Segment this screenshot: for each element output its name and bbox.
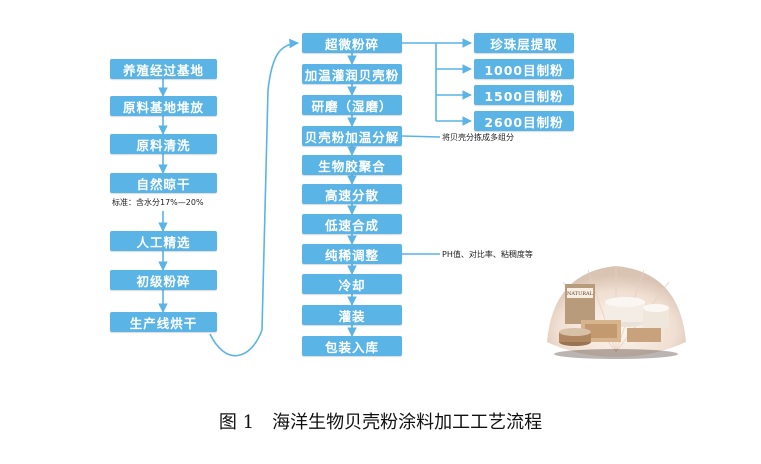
step-low-speed-synthesis: 低速合成	[302, 214, 402, 234]
step-dilution-adjustment: 纯稀调整	[302, 244, 402, 264]
step-ultrafine-crushing: 超微粉碎	[302, 33, 402, 53]
step-wet-grinding: 研磨（湿磨）	[302, 95, 402, 115]
step-1000-mesh: 1000目制粉	[474, 59, 574, 79]
step-cooling: 冷却	[302, 274, 402, 294]
step-filling: 灌装	[302, 305, 402, 325]
step-packaging: 包装入库	[302, 336, 402, 356]
figure-caption: 图 1 海洋生物贝壳粉涂料加工工艺流程	[0, 408, 761, 434]
step-raw-stacking: 原料基地堆放	[110, 96, 217, 116]
step-natural-drying: 自然晾干	[110, 173, 217, 193]
paint-products-photo: NATURAL	[547, 266, 686, 359]
step-breeding-base: 养殖经过基地	[110, 59, 217, 79]
step-primary-crushing: 初级粉碎	[110, 270, 217, 290]
step-1500-mesh: 1500目制粉	[474, 85, 574, 105]
figure-title: 海洋生物贝壳粉涂料加工工艺流程	[272, 412, 543, 433]
step-warm-wetting: 加温灌润贝壳粉	[302, 64, 402, 84]
step-raw-washing: 原料清洗	[110, 134, 217, 154]
adjust-note: PH值、对比率、粘稠度等	[442, 250, 533, 259]
brand-label: NATURAL	[567, 291, 594, 297]
step-2600-mesh: 2600目制粉	[474, 111, 574, 131]
step-pearl-extraction: 珍珠层提取	[474, 33, 574, 53]
step-line-drying: 生产线烘干	[110, 312, 217, 332]
moisture-note: 标准：含水分17%—20%	[112, 198, 204, 207]
transfer-curve	[209, 38, 299, 357]
step-heat-decomposition: 贝壳粉加温分解	[302, 126, 402, 146]
step-high-speed-dispersion: 高速分散	[302, 184, 402, 204]
step-bio-glue-polymerization: 生物胶聚合	[302, 155, 402, 175]
figure-number: 图 1	[218, 412, 255, 433]
decompose-note: 将贝壳分拣成多组分	[442, 133, 514, 142]
note-leader	[401, 135, 441, 138]
step-manual-sorting: 人工精选	[110, 231, 217, 251]
